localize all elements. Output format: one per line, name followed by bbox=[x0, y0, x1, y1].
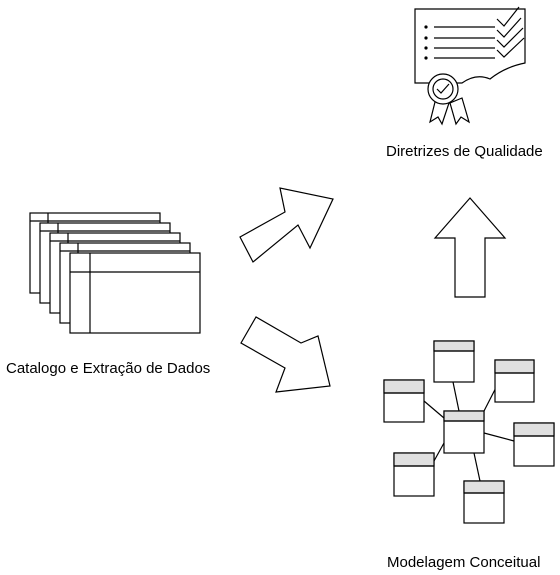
seal-inner bbox=[432, 78, 454, 100]
certificate-checklist-icon bbox=[414, 6, 526, 126]
entity-left bbox=[383, 379, 425, 423]
arrow-up bbox=[433, 197, 507, 298]
arrow-to-quality bbox=[239, 187, 334, 263]
catalog-label: Catalogo e Extração de Dados bbox=[6, 360, 211, 377]
entity-right bbox=[513, 422, 555, 467]
quality-label: Diretrizes de Qualidade bbox=[386, 143, 543, 160]
entity-bottom-left bbox=[393, 452, 435, 497]
entity-top bbox=[433, 340, 475, 383]
check-marks bbox=[496, 6, 525, 58]
entity-bottom bbox=[463, 480, 505, 524]
seal-check-icon bbox=[436, 83, 450, 94]
arrow-to-model bbox=[240, 316, 331, 393]
stacked-tables-icon bbox=[29, 212, 201, 334]
entity-center bbox=[443, 410, 485, 454]
entity-top-right bbox=[494, 359, 535, 403]
stacked-table-sheet bbox=[69, 252, 201, 334]
seal-outer bbox=[427, 73, 459, 105]
checklist-bullets bbox=[424, 25, 428, 60]
model-label: Modelagem Conceitual bbox=[387, 554, 541, 571]
entity-relationship-icon bbox=[383, 340, 555, 524]
checklist-lines bbox=[434, 26, 495, 59]
